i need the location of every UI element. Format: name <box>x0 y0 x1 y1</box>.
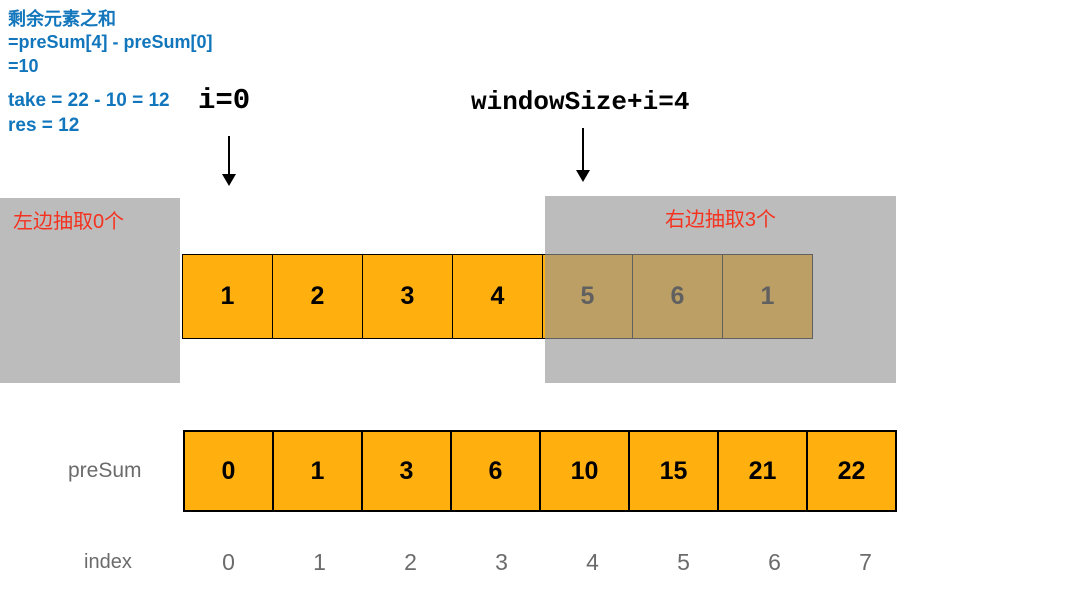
presum-cell: 22 <box>806 430 897 512</box>
note-presum-formula: =preSum[4] - preSum[0] <box>8 32 213 53</box>
index-cell: 5 <box>677 548 690 575</box>
card-cell: 4 <box>452 254 543 339</box>
left-region-label: 左边抽取0个 <box>13 211 125 233</box>
down-arrow-icon <box>221 136 237 186</box>
arrow-head <box>222 174 236 186</box>
arrow-shaft <box>581 128 585 170</box>
pointer-label-window: windowSize+i=4 <box>471 87 690 117</box>
note-remaining-sum: 剩余元素之和 <box>8 9 116 29</box>
note-take: take = 22 - 10 = 12 <box>8 90 170 112</box>
presum-cell: 0 <box>183 430 274 512</box>
pointer-label-i: i=0 <box>198 84 251 117</box>
index-row: 0 1 2 3 4 5 6 7 <box>183 548 911 576</box>
index-cell: 6 <box>768 548 781 575</box>
card-cell: 1 <box>182 254 273 339</box>
calc-note: 剩余元素之和 =preSum[4] - preSum[0] =10 take =… <box>8 8 213 139</box>
presum-cell: 6 <box>450 430 541 512</box>
right-discard-region: 右边抽取3个 <box>545 196 896 383</box>
down-arrow-icon <box>575 128 591 182</box>
index-cell: 0 <box>222 548 235 575</box>
card-cell: 3 <box>362 254 453 339</box>
presum-cell: 15 <box>628 430 719 512</box>
index-cell: 2 <box>404 548 417 575</box>
card-cell: 2 <box>272 254 363 339</box>
presum-cell: 1 <box>272 430 363 512</box>
index-label: index <box>84 551 132 573</box>
right-region-label: 右边抽取3个 <box>664 209 777 231</box>
arrow-head <box>576 170 590 182</box>
note-remaining-value: =10 <box>8 55 39 76</box>
presum-cell: 21 <box>717 430 808 512</box>
index-cell: 1 <box>313 548 326 575</box>
presum-label: preSum <box>68 459 142 482</box>
index-cell: 4 <box>586 548 599 575</box>
left-discard-region: 左边抽取0个 <box>0 198 180 383</box>
presum-cell: 10 <box>539 430 630 512</box>
note-res: res = 12 <box>8 114 80 136</box>
index-cell: 7 <box>859 548 872 575</box>
arrow-shaft <box>227 136 231 174</box>
index-cell: 3 <box>495 548 508 575</box>
note-gap <box>8 78 213 89</box>
presum-cell: 3 <box>361 430 452 512</box>
